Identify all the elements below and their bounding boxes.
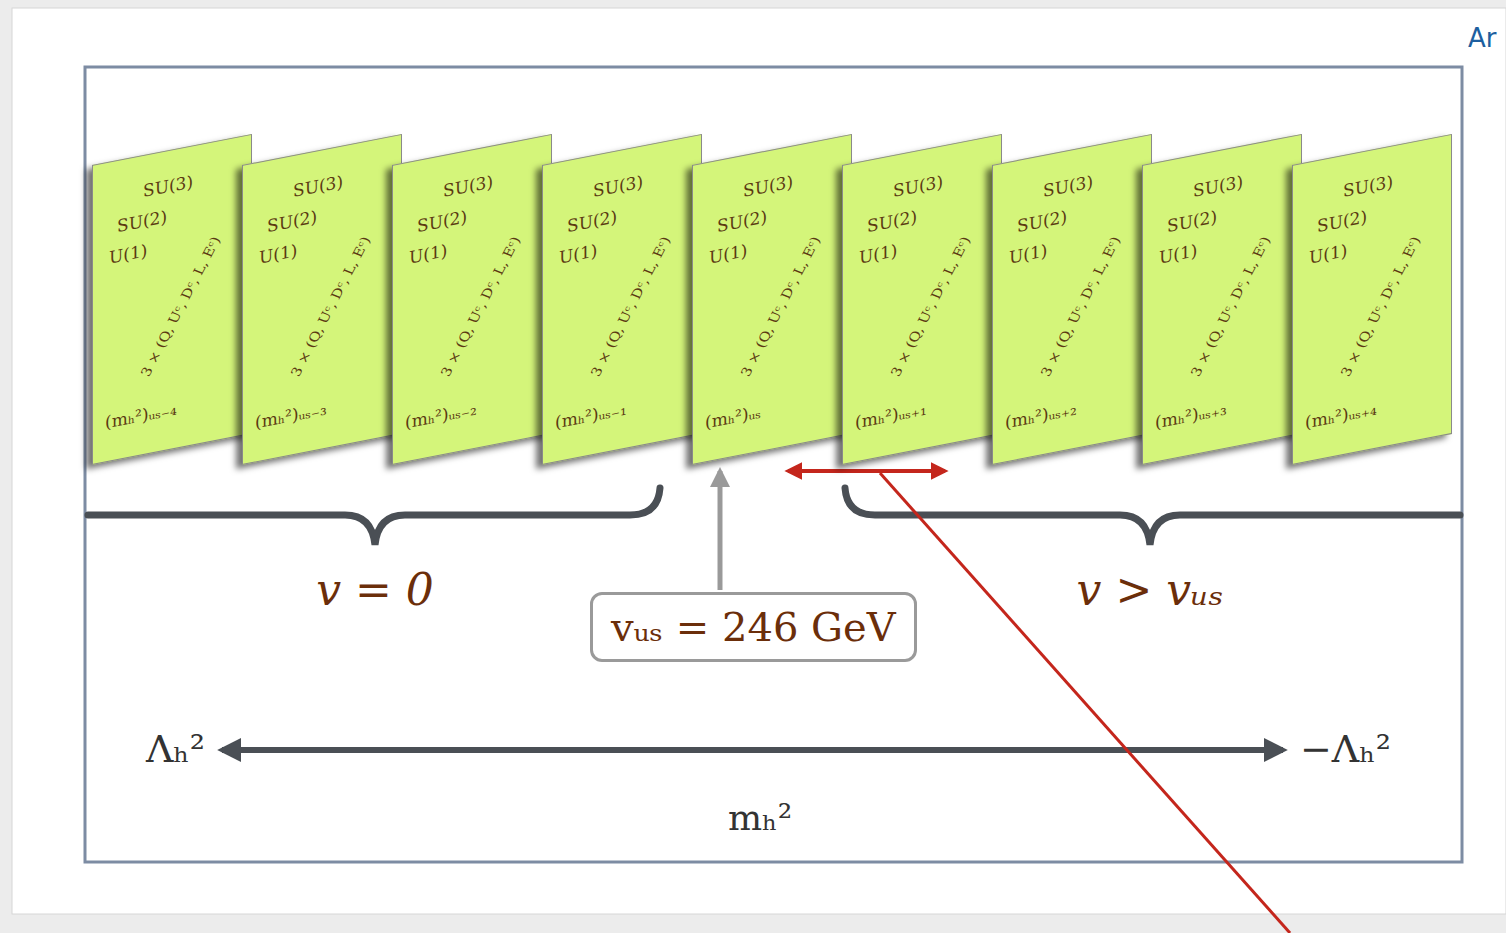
matter-content: 3 × (Q, Uᶜ, Dᶜ, L, Eᶜ) <box>1188 235 1273 379</box>
parameter-card: SU(3) SU(2) U(1)3 × (Q, Uᶜ, Dᶜ, L, Eᶜ) (mₕ²… <box>242 134 402 465</box>
gauge-group: SU(3) <box>1043 172 1093 200</box>
gauge-group: SU(2) <box>1167 207 1217 235</box>
gauge-group: U(1) <box>709 241 747 267</box>
gauge-group: U(1) <box>259 241 297 267</box>
value-box: vᵤₛ = 246 GeV <box>590 592 917 662</box>
gauge-group: U(1) <box>409 241 447 267</box>
parameter-card: SU(3) SU(2) U(1)3 × (Q, Uᶜ, Dᶜ, L, Eᶜ) (mₕ²… <box>1142 134 1302 465</box>
parameter-card: SU(3) SU(2) U(1)3 × (Q, Uᶜ, Dᶜ, L, Eᶜ) (mₕ²… <box>92 134 252 465</box>
parameter-card: SU(3) SU(2) U(1)3 × (Q, Uᶜ, Dᶜ, L, Eᶜ) (mₕ²… <box>692 134 852 465</box>
gauge-group: SU(2) <box>1017 207 1067 235</box>
matter-content: 3 × (Q, Uᶜ, Dᶜ, L, Eᶜ) <box>888 235 973 379</box>
gauge-group: SU(2) <box>417 207 467 235</box>
gauge-group: SU(2) <box>117 207 167 235</box>
gauge-group: U(1) <box>559 241 597 267</box>
axis-label: mₕ² <box>728 797 792 838</box>
gauge-group: U(1) <box>1309 241 1347 267</box>
gauge-group: SU(3) <box>293 172 343 200</box>
title-fragment: Ar <box>1468 24 1496 54</box>
annotation-arrow <box>788 469 945 473</box>
higgs-mass-label: (mₕ²)ᵤₛ <box>705 403 761 433</box>
higgs-mass-label: (mₕ²)ᵤₛ₋₃ <box>255 400 327 433</box>
gauge-group: SU(2) <box>567 207 617 235</box>
matter-content: 3 × (Q, Uᶜ, Dᶜ, L, Eᶜ) <box>588 235 673 379</box>
matter-content: 3 × (Q, Uᶜ, Dᶜ, L, Eᶜ) <box>1038 235 1123 379</box>
vev-label: v = 0 <box>316 565 434 616</box>
higgs-mass-label: (mₕ²)ᵤₛ₊₄ <box>1305 400 1377 433</box>
gauge-group: SU(3) <box>143 172 193 200</box>
gauge-group: SU(3) <box>1343 172 1393 200</box>
matter-content: 3 × (Q, Uᶜ, Dᶜ, L, Eᶜ) <box>288 235 373 379</box>
gauge-group: SU(2) <box>867 207 917 235</box>
gauge-group: SU(3) <box>443 172 493 200</box>
annotation-line <box>880 473 1290 933</box>
gauge-group: SU(3) <box>743 172 793 200</box>
gauge-group: U(1) <box>1159 241 1197 267</box>
higgs-mass-label: (mₕ²)ᵤₛ₊₂ <box>1005 400 1077 433</box>
cutoff-label: −Λₕ² <box>1300 728 1391 772</box>
gauge-group: SU(3) <box>593 172 643 200</box>
value-text: vᵤₛ = 246 GeV <box>611 603 896 651</box>
gauge-group: SU(2) <box>717 207 767 235</box>
brace <box>88 488 660 545</box>
gauge-group: U(1) <box>109 241 147 267</box>
figure-frame <box>85 67 1462 862</box>
gauge-group: SU(2) <box>267 207 317 235</box>
higgs-mass-label: (mₕ²)ᵤₛ₊₃ <box>1155 400 1227 433</box>
parameter-card: SU(3) SU(2) U(1)3 × (Q, Uᶜ, Dᶜ, L, Eᶜ) (mₕ²… <box>542 134 702 465</box>
gauge-group: SU(2) <box>1317 207 1367 235</box>
matter-content: 3 × (Q, Uᶜ, Dᶜ, L, Eᶜ) <box>1338 235 1423 379</box>
vev-label: v > vᵤₛ <box>1077 565 1224 616</box>
gauge-group: SU(3) <box>1193 172 1243 200</box>
parameter-card: SU(3) SU(2) U(1)3 × (Q, Uᶜ, Dᶜ, L, Eᶜ) (mₕ²… <box>1292 134 1452 465</box>
higgs-mass-label: (mₕ²)ᵤₛ₋₁ <box>555 400 627 433</box>
higgs-mass-label: (mₕ²)ᵤₛ₋₂ <box>405 400 477 433</box>
parameter-card: SU(3) SU(2) U(1)3 × (Q, Uᶜ, Dᶜ, L, Eᶜ) (mₕ²… <box>992 134 1152 465</box>
higgs-mass-label: (mₕ²)ᵤₛ₊₁ <box>855 400 927 433</box>
gauge-group: U(1) <box>859 241 897 267</box>
pointer-arrow <box>718 471 723 590</box>
parameter-card: SU(3) SU(2) U(1)3 × (Q, Uᶜ, Dᶜ, L, Eᶜ) (mₕ²… <box>392 134 552 465</box>
parameter-card: SU(3) SU(2) U(1)3 × (Q, Uᶜ, Dᶜ, L, Eᶜ) (mₕ²… <box>842 134 1002 465</box>
cutoff-label: Λₕ² <box>146 728 205 772</box>
matter-content: 3 × (Q, Uᶜ, Dᶜ, L, Eᶜ) <box>438 235 523 379</box>
matter-content: 3 × (Q, Uᶜ, Dᶜ, L, Eᶜ) <box>138 235 223 379</box>
gauge-group: U(1) <box>1009 241 1047 267</box>
slide-background <box>12 8 1506 914</box>
matter-content: 3 × (Q, Uᶜ, Dᶜ, L, Eᶜ) <box>738 235 823 379</box>
higgs-mass-label: (mₕ²)ᵤₛ₋₄ <box>105 400 177 433</box>
gauge-group: SU(3) <box>893 172 943 200</box>
